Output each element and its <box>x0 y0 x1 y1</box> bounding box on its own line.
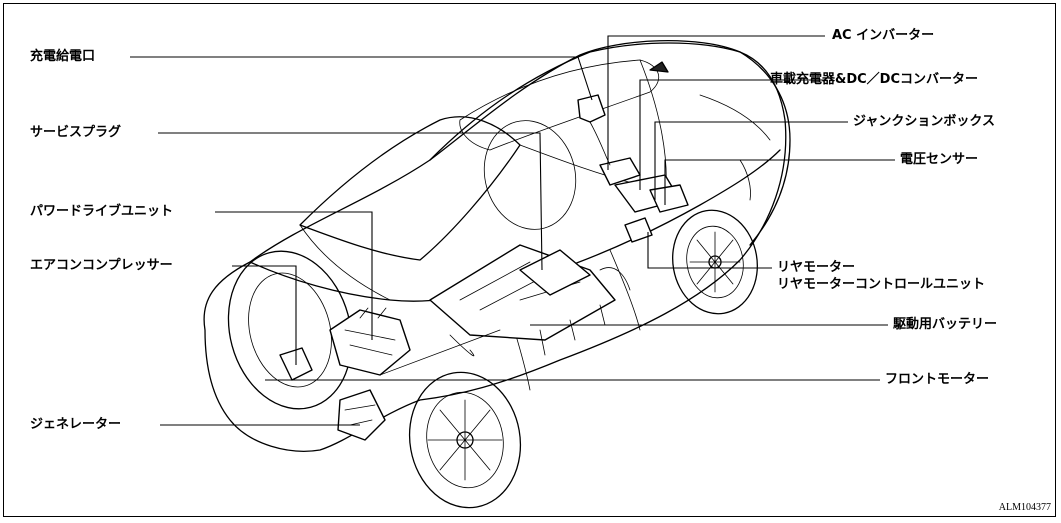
label-voltage-sensor: 電圧センサー <box>900 152 979 167</box>
label-drive-battery: 駆動用バッテリー <box>893 317 998 332</box>
label-service-plug: サービスプラグ <box>30 125 122 140</box>
figure-id: ALM104377 <box>998 502 1051 513</box>
leader-lines <box>130 35 895 426</box>
car-illustration <box>203 40 791 509</box>
label-ac-compressor: エアコンコンプレッサー <box>30 258 173 273</box>
label-front-motor: フロントモーター <box>885 372 990 387</box>
label-rear-motor-ecu: リヤモーターコントロールユニット <box>777 277 986 292</box>
label-rear-motor: リヤモーター <box>777 260 856 275</box>
label-ac-inverter: AC インバーター <box>832 28 935 43</box>
label-power-drive-unit: パワードライブユニット <box>30 204 174 219</box>
label-generator: ジェネレーター <box>30 417 122 432</box>
label-junction-box: ジャンクションボックス <box>853 114 995 129</box>
label-onboard-charger: 車載充電器&DC／DCコンバーター <box>770 72 979 87</box>
label-charge-port: 充電給電口 <box>30 49 96 64</box>
